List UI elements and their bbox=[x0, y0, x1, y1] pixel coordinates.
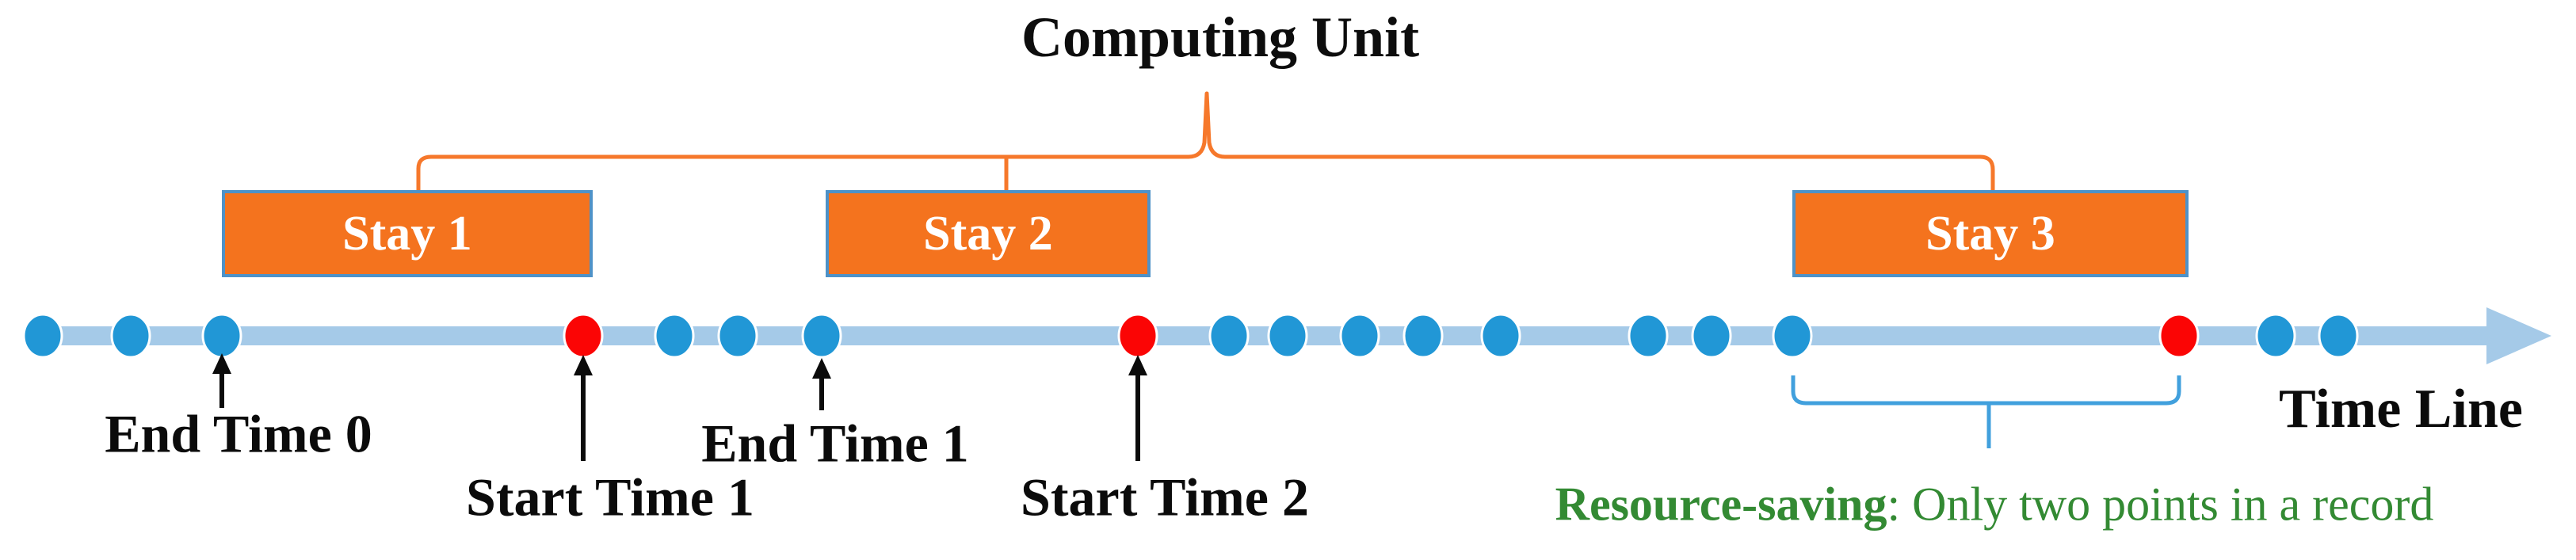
label-start-time-1: Start Time 1 bbox=[466, 467, 754, 528]
time-line-label: Time Line bbox=[2279, 379, 2523, 440]
end-time-1-arrowhead-icon bbox=[812, 358, 831, 379]
timeline-dot-blue bbox=[1628, 313, 1669, 359]
start-time-1-arrowhead-icon bbox=[574, 355, 593, 375]
stay-3-label: Stay 3 bbox=[1925, 206, 2055, 261]
timeline-dots bbox=[22, 313, 2359, 359]
label-end-time-1: End Time 1 bbox=[701, 413, 969, 474]
timeline-arrowhead-icon bbox=[2486, 307, 2551, 364]
timeline-dot-blue bbox=[110, 313, 151, 359]
timeline-dot-blue bbox=[717, 313, 758, 359]
timeline-dot-red bbox=[1117, 313, 1158, 359]
timeline-dot-blue bbox=[1208, 313, 1250, 359]
resource-saving-note-rest: : Only two points in a record bbox=[1887, 478, 2434, 531]
stay-2-box: Stay 2 bbox=[826, 190, 1151, 277]
timeline-dot-blue bbox=[1267, 313, 1308, 359]
label-end-time-0: End Time 0 bbox=[105, 403, 372, 464]
timeline-dot-red bbox=[2158, 313, 2200, 359]
stay-1-box: Stay 1 bbox=[222, 190, 593, 277]
timeline-bar bbox=[25, 326, 2491, 345]
timeline-dot-blue bbox=[2318, 313, 2359, 359]
timeline-dot-blue bbox=[201, 313, 242, 359]
timeline-dot-red bbox=[563, 313, 604, 359]
stay-1-label: Stay 1 bbox=[342, 206, 472, 261]
stay-2-label: Stay 2 bbox=[923, 206, 1053, 261]
start-time-2-arrowhead-icon bbox=[1128, 355, 1147, 375]
resource-saving-note: Resource-saving: Only two points in a re… bbox=[1555, 478, 2434, 532]
timeline-dot-blue bbox=[2255, 313, 2296, 359]
resource-saving-note-bold: Resource-saving bbox=[1555, 478, 1887, 531]
timeline-dot-blue bbox=[654, 313, 695, 359]
stay-3-box: Stay 3 bbox=[1792, 190, 2189, 277]
timeline-dot-blue bbox=[801, 313, 842, 359]
record-brace-icon bbox=[1791, 375, 2181, 448]
computing-unit-bracket-icon bbox=[416, 91, 1995, 190]
end-time-0-arrowhead-icon bbox=[212, 353, 231, 374]
computing-unit-title: Computing Unit bbox=[1021, 6, 1420, 69]
timeline-dot-blue bbox=[1339, 313, 1380, 359]
label-start-time-2: Start Time 2 bbox=[1021, 467, 1309, 528]
timeline-dot-blue bbox=[1691, 313, 1732, 359]
timeline-dot-blue bbox=[1402, 313, 1444, 359]
timeline-dot-blue bbox=[22, 313, 63, 359]
annotation-arrows bbox=[212, 353, 1147, 461]
timeline-dot-blue bbox=[1480, 313, 1521, 359]
timeline-dot-blue bbox=[1772, 313, 1813, 359]
